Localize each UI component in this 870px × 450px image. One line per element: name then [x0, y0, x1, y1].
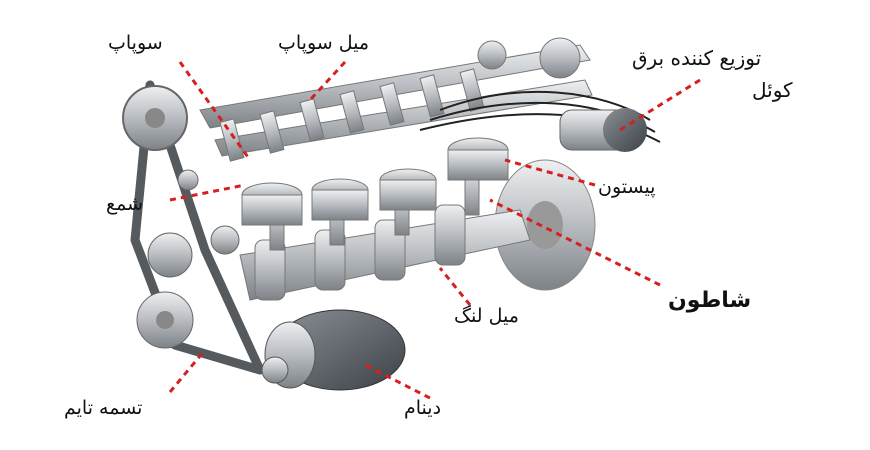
leader-lines	[168, 60, 701, 400]
valves	[219, 68, 485, 162]
leader-camshaft	[308, 60, 347, 102]
pistons	[241, 137, 509, 251]
alternator	[261, 309, 406, 391]
label-coil: کوئل	[752, 78, 793, 102]
label-timing-belt: تسمه تایم	[64, 397, 143, 419]
label-distributor: توزیع کننده برق	[632, 46, 762, 70]
leader-spark-plug	[169, 183, 246, 202]
label-alternator: دینام	[404, 397, 442, 419]
leader-connecting-rod	[489, 198, 661, 287]
leader-alternator	[364, 363, 431, 400]
label-spark-plug: شمع	[106, 193, 144, 215]
label-crankshaft: میل لنگ	[454, 305, 519, 327]
label-camshaft: میل سوپاپ	[278, 32, 370, 54]
tensioner-pulley	[210, 225, 240, 255]
label-valve: سوپاپ	[108, 32, 163, 54]
timing-belt	[130, 80, 265, 375]
leader-crankshaft	[438, 267, 472, 306]
leader-valve	[178, 61, 252, 161]
leader-distributor	[619, 78, 701, 132]
idler-pulley	[147, 232, 193, 278]
leader-timing-belt	[168, 349, 207, 393]
label-piston: پیستون	[598, 176, 656, 198]
leader-piston	[504, 158, 596, 187]
label-connecting-rod: شاطون	[668, 288, 752, 313]
